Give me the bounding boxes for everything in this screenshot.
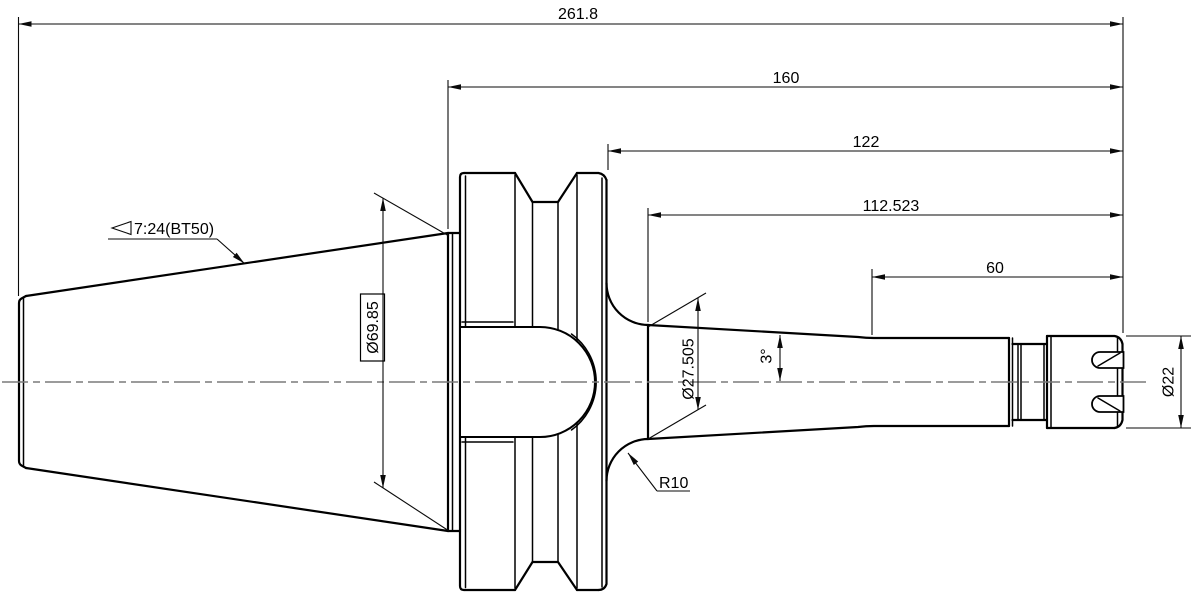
arrowhead <box>1178 336 1184 349</box>
flange-top-edge <box>462 171 608 182</box>
basic-dimension-box <box>359 293 386 362</box>
dim-flange-to-nose-label: 122 <box>853 134 880 151</box>
flange-left-face <box>458 171 466 592</box>
arrowhead <box>872 274 885 280</box>
arrowhead <box>1178 415 1184 428</box>
dim-gauge-length-label: 160 <box>773 70 800 87</box>
neck <box>605 281 1011 483</box>
flange-right-face <box>597 178 608 592</box>
arrowhead <box>777 335 783 348</box>
dim-shank-length: 60 <box>871 260 1123 335</box>
neck-shaft-top-line <box>646 323 1011 340</box>
part-outline <box>17 171 1125 592</box>
arrowhead <box>18 21 32 27</box>
arrowhead <box>1110 148 1123 154</box>
nut-slot-floor-edge-top <box>1097 352 1121 367</box>
arrowhead <box>380 198 386 211</box>
arrowhead <box>608 148 621 154</box>
arrowhead <box>695 298 701 311</box>
fillet-top <box>605 281 650 327</box>
dim-neck-diameter-label: Ø27.505 <box>681 338 698 399</box>
dim-fillet-radius-label: R10 <box>659 475 688 492</box>
neck-shaft-bottom-line <box>646 424 1011 441</box>
taper-symbol-icon <box>110 220 132 236</box>
dim-overall-length: 261.8 <box>17 6 1123 296</box>
extension-lines <box>1126 335 1191 429</box>
dim-gauge-diameter: Ø69.85 <box>359 192 450 532</box>
arrowhead <box>1110 84 1123 90</box>
oblique-extension-bottom <box>647 404 707 440</box>
oblique-extension-top <box>647 292 707 328</box>
arrowhead <box>448 84 461 90</box>
flange <box>458 171 608 592</box>
dim-neck-angle-label: 3° <box>759 348 776 363</box>
dim-taper-to-nose: 112.523 <box>647 198 1123 322</box>
taper-spec-label: 7:24(BT50) <box>134 221 214 238</box>
dim-taper-to-nose-label: 112.523 <box>863 198 920 215</box>
dim-nose-diameter-label: Ø22 <box>1161 367 1178 397</box>
leader-line <box>108 238 245 264</box>
arrowhead <box>1110 274 1123 280</box>
arrowhead <box>648 212 661 218</box>
taper-top-line <box>24 231 450 298</box>
dim-shank-length-label: 60 <box>986 260 1004 277</box>
nut-top-edge <box>1045 334 1124 346</box>
drive-slot-chamfer-lines <box>461 321 514 443</box>
fillet-bottom <box>605 437 650 483</box>
oblique-extension-top <box>373 192 450 237</box>
gauge-land <box>446 231 462 533</box>
dim-neck-diameter: Ø27.505 <box>647 292 707 440</box>
nut-right-face <box>1113 342 1124 430</box>
dim-neck-angle: 3° <box>759 335 783 381</box>
dim-fillet-radius: R10 <box>625 451 690 492</box>
v-groove-bottom <box>513 560 579 592</box>
arrowhead <box>777 368 783 381</box>
taper-spec-callout: 7:24(BT50) <box>108 220 247 266</box>
v-groove-top <box>513 171 579 204</box>
taper-bottom-line <box>24 466 450 533</box>
nut-slot-floor-edge-bottom <box>1097 397 1121 412</box>
dim-gauge-diameter-label: Ø69.85 <box>365 301 382 354</box>
arrowhead <box>1110 21 1123 27</box>
arrowhead <box>1110 212 1123 218</box>
dim-overall-length-label: 261.8 <box>558 6 598 23</box>
dim-gauge-length: 160 <box>447 70 1123 229</box>
dim-nose-diameter: Ø22 <box>1126 335 1191 429</box>
oblique-extension-bottom <box>373 481 450 532</box>
dim-flange-to-nose: 122 <box>607 134 1123 170</box>
